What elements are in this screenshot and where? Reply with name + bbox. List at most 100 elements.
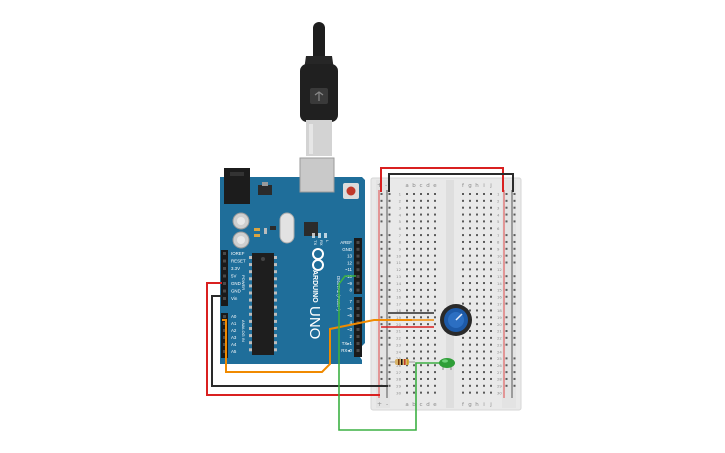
bb-col-bottom-i: i xyxy=(483,402,485,408)
arduino-uno-board[interactable]: ARDUINO UNO DIGITAL (PWM~) POWER ANALOG … xyxy=(220,157,365,364)
bb-row-left-28: 28 xyxy=(396,377,401,382)
bb-row-right-15: 15 xyxy=(497,288,502,293)
bb-row-left-3: 3 xyxy=(399,205,402,210)
bb-col-top-e: e xyxy=(433,183,437,189)
wire-black-rail-bridge xyxy=(388,173,514,192)
bb-col-bottom-h: h xyxy=(475,402,479,408)
bb-row-left-13: 13 xyxy=(396,274,401,279)
bb-row-right-26: 26 xyxy=(497,363,502,368)
bb-row-right-21: 21 xyxy=(497,329,502,334)
bb-row-left-30: 30 xyxy=(396,390,401,395)
bb-row-left-8: 8 xyxy=(399,240,402,245)
bb-row-right-13: 13 xyxy=(497,274,502,279)
bb-col-top-a: a xyxy=(405,183,408,189)
bb-row-left-16: 16 xyxy=(396,294,401,299)
bb-row-left-4: 4 xyxy=(399,212,402,217)
bb-col-bottom-c: c xyxy=(419,402,422,408)
bb-col-bottom-d: d xyxy=(426,402,430,408)
bb-row-right-9: 9 xyxy=(497,247,500,252)
bb-row-left-1: 1 xyxy=(399,192,402,197)
analog-pin-label-5: A5 xyxy=(231,349,237,354)
bb-row-left-12: 12 xyxy=(396,267,401,272)
rail-plus-bottom: + xyxy=(377,401,382,408)
bb-row-right-16: 16 xyxy=(497,294,502,299)
power-header-label: POWER xyxy=(241,275,246,290)
pin-bottom-label-3: 4 xyxy=(350,320,353,325)
bb-col-bottom-f: f xyxy=(462,402,465,408)
bb-row-left-15: 15 xyxy=(396,288,401,293)
analog-pin-label-4: A4 xyxy=(231,342,237,347)
pin-top-label-4: ~11 xyxy=(345,267,353,272)
bb-row-right-18: 18 xyxy=(497,308,502,313)
bb-col-top-b: b xyxy=(412,183,416,189)
wire-orange-a0 xyxy=(222,319,412,373)
bb-col-bottom-g: g xyxy=(468,402,472,408)
bb-col-bottom-e: e xyxy=(433,402,437,408)
pin-top-label-3: 12 xyxy=(347,260,352,265)
l-led-label: L xyxy=(325,240,330,243)
bb-row-left-18: 18 xyxy=(396,308,401,313)
pin-bottom-label-5: 2 xyxy=(350,334,353,339)
bb-row-right-2: 2 xyxy=(497,199,500,204)
bb-row-right-10: 10 xyxy=(497,253,502,258)
analog-pin-label-0: A0 xyxy=(231,314,237,319)
atmega-microcontroller xyxy=(249,253,277,355)
bb-row-left-7: 7 xyxy=(399,233,402,238)
led-green xyxy=(439,358,455,370)
bb-col-top-i: i xyxy=(483,183,485,189)
rx-label: RX xyxy=(319,240,324,246)
pin-bottom-label-4: ~3 xyxy=(347,327,353,332)
resistor xyxy=(390,359,415,365)
bb-row-left-23: 23 xyxy=(396,342,401,347)
rail-minus-bottom: - xyxy=(386,401,388,408)
arduino-logo xyxy=(312,248,324,271)
bb-col-top-j: j xyxy=(489,183,492,189)
usb-port xyxy=(299,157,335,193)
wire-black-gnd xyxy=(211,295,388,387)
bb-col-top-d: d xyxy=(426,183,430,189)
wires xyxy=(206,167,514,431)
pin-bottom-label-7: RX◂0 xyxy=(341,348,352,353)
bb-row-right-25: 25 xyxy=(497,356,502,361)
bb-row-left-5: 5 xyxy=(399,219,402,224)
bb-row-left-17: 17 xyxy=(396,301,401,306)
analog-header xyxy=(221,313,228,358)
usb-cable xyxy=(300,22,338,156)
power-pin-label-3: 5V xyxy=(231,274,236,279)
power-pin-label-0: IOREF xyxy=(231,251,245,256)
analog-header-label: ANALOG IN xyxy=(241,320,246,342)
bb-row-left-6: 6 xyxy=(399,226,402,231)
bb-col-top-c: c xyxy=(419,183,422,189)
bb-row-right-5: 5 xyxy=(497,219,500,224)
bb-row-right-24: 24 xyxy=(497,349,502,354)
bb-col-top-g: g xyxy=(468,183,472,189)
wire-green-pin xyxy=(338,275,450,431)
pin-bottom-label-2: ~5 xyxy=(347,313,353,318)
bb-row-right-8: 8 xyxy=(497,240,500,245)
power-header xyxy=(221,250,228,306)
bb-row-right-4: 4 xyxy=(497,212,500,217)
digital-header-top xyxy=(354,238,362,294)
pin-top-label-6: ~9 xyxy=(347,281,353,286)
potentiometer[interactable] xyxy=(440,304,472,336)
bb-row-left-9: 9 xyxy=(399,247,402,252)
bb-col-top-h: h xyxy=(475,183,479,189)
bb-row-left-22: 22 xyxy=(396,336,401,341)
bb-row-right-30: 30 xyxy=(497,390,502,395)
bb-row-left-11: 11 xyxy=(396,260,401,265)
bb-row-right-7: 7 xyxy=(497,233,500,238)
digital-header-bottom xyxy=(354,297,362,357)
pin-bottom-label-6: TX▸1 xyxy=(342,341,353,346)
arduino-model-text: UNO xyxy=(306,306,323,339)
bb-row-right-29: 29 xyxy=(497,384,502,389)
bb-row-right-6: 6 xyxy=(497,226,500,231)
pin-bottom-label-0: 7 xyxy=(350,299,353,304)
rail-minus-top: - xyxy=(385,182,387,189)
power-pin-label-6: Vin xyxy=(231,296,238,301)
bb-row-left-19: 19 xyxy=(396,315,401,320)
bb-row-left-2: 2 xyxy=(399,199,402,204)
bb-col-top-f: f xyxy=(462,183,465,189)
bb-row-left-26: 26 xyxy=(396,363,401,368)
